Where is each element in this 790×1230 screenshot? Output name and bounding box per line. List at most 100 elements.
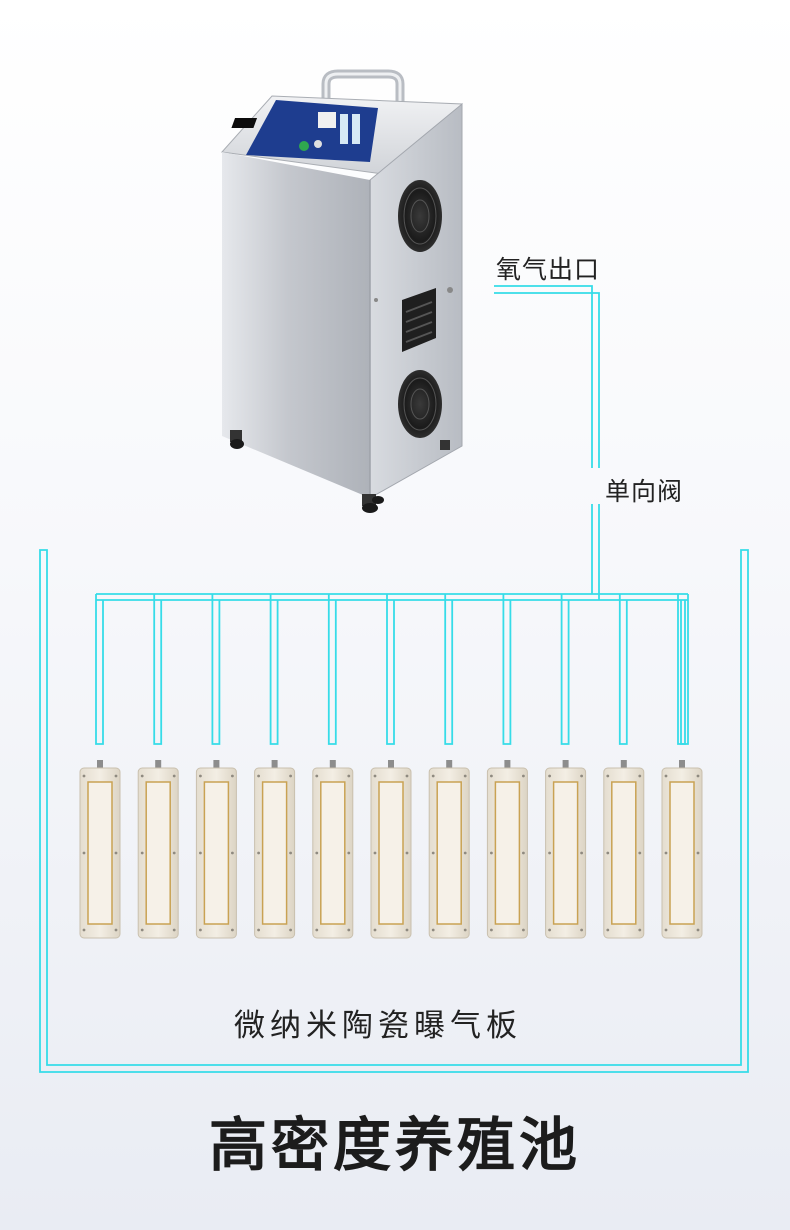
branch-pipe bbox=[153, 594, 163, 745]
plate-screw bbox=[463, 928, 467, 932]
outlet-pipe bbox=[494, 292, 600, 468]
plate-screw bbox=[289, 851, 292, 855]
plate-connector bbox=[213, 760, 220, 769]
aerator-plate bbox=[486, 760, 528, 939]
plate-connector bbox=[446, 760, 453, 769]
plate-connector bbox=[620, 760, 627, 769]
plate-screw bbox=[289, 774, 292, 778]
plate-screw bbox=[664, 851, 668, 855]
plate-screw bbox=[431, 774, 435, 778]
plate-connector bbox=[329, 760, 336, 769]
ceramic-membrane bbox=[203, 781, 230, 925]
plate-screw bbox=[347, 851, 351, 855]
plate-screw bbox=[199, 851, 202, 855]
oxygen-generator-icon bbox=[221, 69, 463, 513]
plate-screw bbox=[463, 851, 467, 855]
aerator-plate bbox=[661, 760, 703, 939]
plate-screw bbox=[638, 928, 642, 932]
aerator-plate bbox=[428, 760, 470, 939]
branch-pipe bbox=[95, 594, 104, 745]
plate-connector bbox=[504, 760, 511, 769]
oxygen-outlet-label: 氧气出口 bbox=[496, 255, 601, 284]
fan-top-icon bbox=[398, 180, 442, 252]
plate-screw bbox=[522, 851, 525, 855]
ceramic-membrane bbox=[378, 781, 404, 925]
ceramic-membrane bbox=[494, 781, 521, 925]
plate-screw bbox=[231, 851, 234, 855]
outlet-pipe bbox=[494, 285, 593, 468]
plate-screw bbox=[231, 774, 234, 778]
plate-screw bbox=[548, 851, 551, 855]
plate-screw bbox=[315, 928, 319, 932]
plate-screw bbox=[257, 928, 260, 932]
plate-screw bbox=[315, 851, 319, 855]
plate-screw bbox=[373, 774, 377, 778]
aerator-plate bbox=[545, 760, 587, 939]
plate-screw bbox=[490, 928, 493, 932]
air-pipe-network bbox=[39, 285, 749, 1073]
ceramic-membrane bbox=[145, 781, 171, 925]
plate-screw bbox=[405, 851, 409, 855]
plate-screw bbox=[580, 928, 583, 932]
check-valve-label: 单向阀 bbox=[605, 477, 684, 506]
ceramic-membrane bbox=[552, 781, 579, 925]
branch-pipe bbox=[269, 594, 279, 745]
aerator-plate bbox=[312, 760, 354, 939]
branch-pipe bbox=[444, 594, 454, 745]
plate-screw bbox=[373, 851, 377, 855]
branch-pipe bbox=[680, 594, 689, 745]
plate-screw bbox=[257, 851, 260, 855]
vent-grille-icon bbox=[402, 288, 436, 352]
plate-screw bbox=[114, 851, 118, 855]
plate-screw bbox=[548, 928, 551, 932]
plate-screw bbox=[82, 774, 86, 778]
plate-screw bbox=[606, 774, 610, 778]
plate-connector bbox=[155, 760, 162, 769]
plate-screw bbox=[114, 774, 118, 778]
digital-display bbox=[231, 118, 258, 128]
aerator-plate bbox=[254, 760, 296, 939]
plate-screw bbox=[696, 928, 700, 932]
plate-connector bbox=[388, 760, 394, 769]
plate-screw bbox=[231, 928, 234, 932]
branch-pipe bbox=[560, 594, 570, 745]
plate-screw bbox=[405, 774, 409, 778]
ceramic-membrane bbox=[87, 781, 113, 925]
plate-screw bbox=[140, 774, 144, 778]
plate-screw bbox=[606, 928, 610, 932]
ceramic-membrane bbox=[261, 781, 288, 925]
caster-wheel-icon bbox=[230, 430, 450, 513]
branch-pipe bbox=[618, 594, 628, 745]
plate-screw bbox=[548, 774, 551, 778]
plate-screw bbox=[289, 928, 292, 932]
tank-outline bbox=[39, 549, 749, 1073]
device-front bbox=[222, 152, 370, 498]
plate-screw bbox=[664, 774, 668, 778]
plate-screw bbox=[172, 928, 176, 932]
plate-screw bbox=[405, 928, 409, 932]
fan-bottom-icon bbox=[398, 370, 442, 438]
plate-screw bbox=[373, 928, 377, 932]
plate-screw bbox=[490, 774, 493, 778]
plate-screw bbox=[522, 774, 525, 778]
plate-screw bbox=[172, 774, 176, 778]
plate-screw bbox=[522, 928, 525, 932]
plate-screw bbox=[82, 928, 86, 932]
control-knob bbox=[314, 140, 322, 148]
plate-screw bbox=[315, 774, 319, 778]
plate-connector bbox=[562, 760, 569, 769]
plate-connector bbox=[97, 760, 103, 769]
plate-screw bbox=[638, 851, 642, 855]
branch-pipe bbox=[386, 594, 395, 745]
power-button bbox=[299, 141, 309, 151]
plate-screw bbox=[82, 851, 86, 855]
branch-pipe bbox=[502, 594, 512, 745]
plate-screw bbox=[257, 774, 260, 778]
plate-screw bbox=[696, 851, 700, 855]
plate-screw bbox=[638, 774, 642, 778]
plate-screw bbox=[431, 928, 435, 932]
plate-screw bbox=[172, 851, 176, 855]
aerator-plate bbox=[137, 760, 179, 939]
ceramic-membrane bbox=[320, 781, 346, 925]
